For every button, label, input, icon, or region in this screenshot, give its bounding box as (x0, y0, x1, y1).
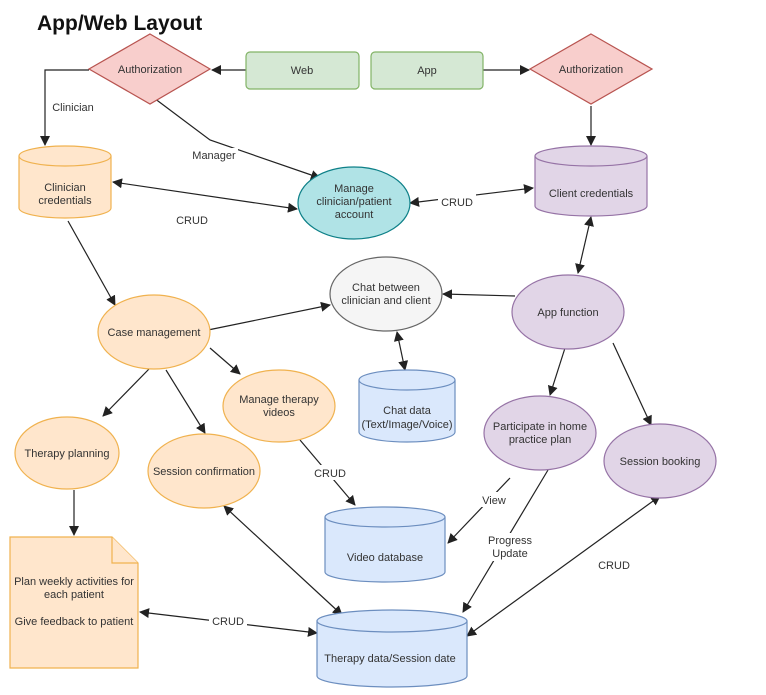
edge-label-crud-booking: CRUD (598, 560, 630, 572)
node-video-database: Video database (324, 506, 446, 583)
edge-chat-chat-data (393, 331, 409, 371)
node-therapy-data: Therapy data/Session date (316, 609, 468, 688)
edge-app-function-chat (442, 289, 516, 300)
svg-text:Therapy planning: Therapy planning (24, 448, 109, 460)
node-client-credentials: Client credentials (534, 145, 648, 217)
svg-text:App: App (417, 65, 437, 77)
svg-text:Manage therapy: Manage therapy (239, 394, 319, 406)
node-manage-account: Manage clinician/patient account (297, 166, 411, 240)
svg-text:App function: App function (537, 307, 598, 319)
svg-text:clinician and client: clinician and client (341, 295, 430, 307)
edge-label-manager: Manager (192, 150, 236, 162)
edge-label-crud-videos: CRUD (314, 468, 346, 480)
node-plan-note: Plan weekly activities for each patient … (9, 536, 139, 669)
edge-label-crud-plan: CRUD (212, 616, 244, 628)
edge-label-progress-line1: Progress (488, 535, 533, 547)
node-home-practice-plan: Participate in home practice plan (483, 395, 597, 471)
svg-text:Session booking: Session booking (620, 456, 701, 468)
page-title: App/Web Layout (37, 12, 202, 35)
svg-text:(Text/Image/Voice): (Text/Image/Voice) (361, 419, 452, 431)
svg-text:clinician/patient: clinician/patient (316, 196, 391, 208)
svg-text:Authorization: Authorization (559, 64, 623, 76)
svg-text:each patient: each patient (44, 589, 104, 601)
svg-text:Participate in home: Participate in home (493, 421, 587, 433)
edge-app-session-booking (612, 342, 652, 426)
svg-text:account: account (335, 209, 374, 221)
edge-label-crud-left: CRUD (176, 215, 208, 227)
edges (40, 65, 661, 637)
svg-text:Give feedback to patient: Give feedback to patient (15, 616, 134, 628)
edge-auth-manage-account (149, 94, 321, 180)
svg-text:practice plan: practice plan (509, 434, 571, 446)
edge-crud-booking-therapy-data (466, 495, 661, 637)
node-app: App (370, 51, 484, 90)
svg-text:Case management: Case management (108, 327, 201, 339)
svg-text:Chat data: Chat data (383, 405, 432, 417)
edge-case-therapy-planning (102, 367, 151, 417)
svg-text:Clinician: Clinician (44, 182, 86, 194)
node-therapy-planning: Therapy planning (14, 416, 120, 490)
edge-labels: Clinician Manager CRUD CRUD CRUD View Pr… (48, 99, 633, 628)
svg-text:Authorization: Authorization (118, 64, 182, 76)
svg-text:Chat between: Chat between (352, 282, 420, 294)
edge-label-crud-right: CRUD (441, 197, 473, 209)
node-session-booking: Session booking (603, 423, 717, 499)
edge-label-clinician: Clinician (52, 102, 94, 114)
svg-text:Client credentials: Client credentials (549, 188, 634, 200)
edge-case-chat (207, 301, 331, 331)
edge-client-app-function (575, 216, 594, 274)
edge-crud-clinician-manage (112, 178, 298, 213)
edge-case-session-confirmation (165, 369, 206, 434)
svg-text:Therapy data/Session date: Therapy data/Session date (324, 653, 455, 665)
edge-auth-clinician-credentials (40, 69, 89, 146)
node-chat: Chat between clinician and client (329, 256, 443, 332)
svg-text:Web: Web (291, 65, 313, 77)
edge-case-manage-videos (209, 347, 241, 375)
node-authorization-left: Authorization (87, 33, 212, 105)
edge-app-home-practice (547, 347, 566, 396)
node-manage-therapy-videos: Manage therapy videos (222, 369, 336, 443)
svg-text:videos: videos (263, 407, 295, 419)
edge-clinician-case-management (67, 220, 116, 306)
svg-text:Manage: Manage (334, 183, 374, 195)
edge-label-progress-line2: Update (492, 548, 527, 560)
edge-confirmation-therapy-data (223, 505, 343, 616)
svg-text:Plan weekly activities for: Plan weekly activities for (14, 576, 134, 588)
node-web: Web (245, 51, 360, 90)
node-session-confirmation: Session confirmation (147, 433, 261, 509)
node-chat-data: Chat data (Text/Image/Voice) (358, 369, 456, 443)
svg-text:Video database: Video database (347, 552, 423, 564)
node-case-management: Case management (97, 294, 211, 370)
svg-text:credentials: credentials (38, 195, 92, 207)
edge-label-view: View (482, 495, 506, 507)
svg-text:Session confirmation: Session confirmation (153, 466, 255, 478)
node-app-function: App function (511, 274, 625, 350)
node-clinician-credentials: Clinician credentials (18, 145, 112, 219)
node-authorization-right: Authorization (528, 33, 654, 105)
